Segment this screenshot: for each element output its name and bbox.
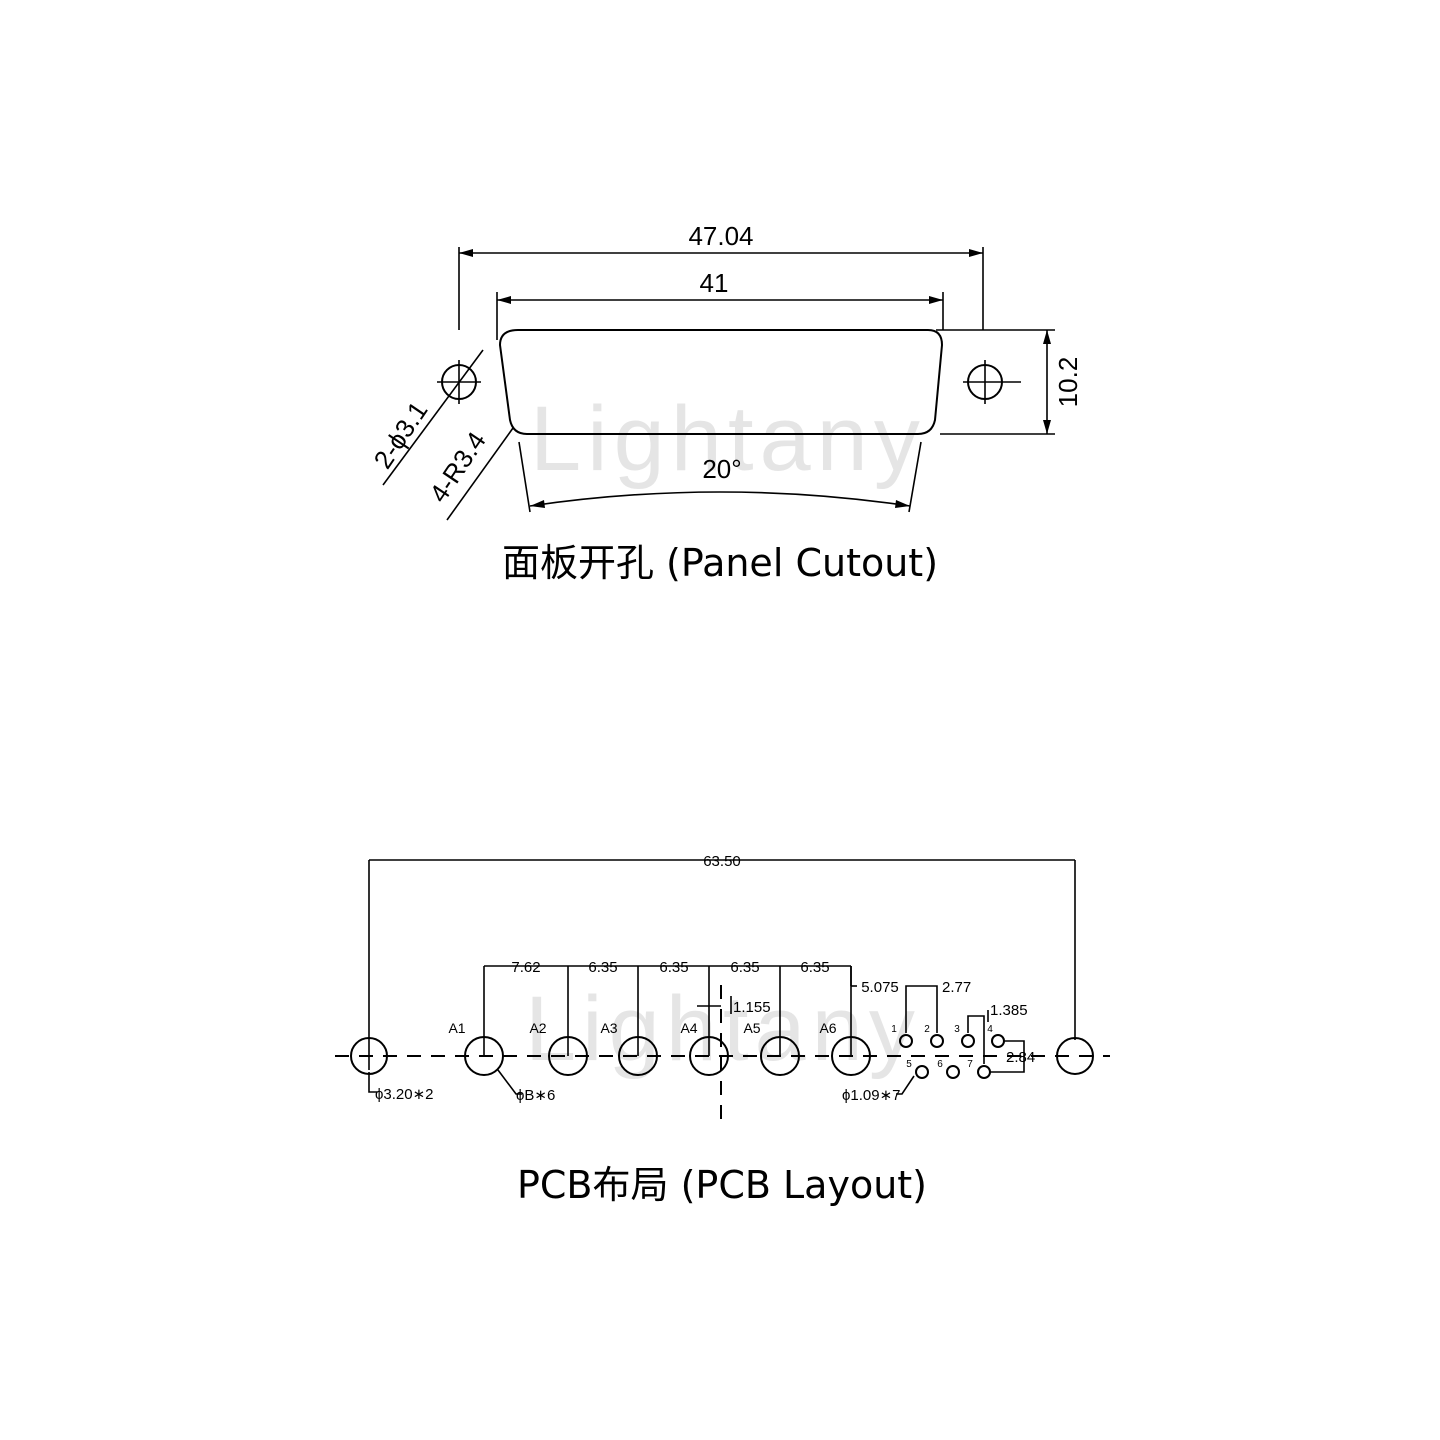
dim-row-gap: 2.84 xyxy=(990,1040,1035,1073)
signal-pin-5 xyxy=(915,1065,929,1079)
dim-pitch-A5: 6.35 xyxy=(800,959,829,976)
power-pin-A3 xyxy=(618,966,658,1076)
signal-pin-1 xyxy=(899,1034,913,1048)
dim-center-offset-label: 1.155 xyxy=(733,999,771,1016)
dim-overall-width: 47.04 xyxy=(458,221,984,330)
dim-half-pitch: 1.385 xyxy=(967,1002,1028,1064)
pin-label-A1: A1 xyxy=(448,1020,465,1036)
dim-pcb-overall: 63.50 xyxy=(368,853,1076,1040)
dim-pitch-A4: 6.35 xyxy=(730,959,759,976)
signal-pin-3 xyxy=(961,1034,975,1048)
signal-pin-label-7: 7 xyxy=(967,1059,973,1070)
signal-hole-label: ϕ1.09∗7 xyxy=(842,1087,901,1104)
signal-pin-label-4: 4 xyxy=(987,1024,993,1035)
pcb-mount-hole-left xyxy=(350,1037,388,1075)
dim-radius: 4-R3.4 xyxy=(423,426,514,521)
power-pin-A5 xyxy=(760,966,800,1076)
signal-pin-7 xyxy=(977,1065,991,1079)
power-pin-A4 xyxy=(689,966,729,1076)
power-hole-leader xyxy=(497,1069,522,1095)
dim-pitch-chain: 7.62 6.35 6.35 6.35 6.35 5.075 xyxy=(484,959,899,996)
mount-hole-leader xyxy=(368,1072,377,1093)
dim-cutout-width: 41 xyxy=(496,268,944,340)
dim-offset-small: 5.075 xyxy=(861,979,899,996)
signal-pin-6 xyxy=(946,1065,960,1079)
dim-pitch-A1: 7.62 xyxy=(511,959,540,976)
signal-hole-leader xyxy=(896,1075,915,1095)
cutout-outline xyxy=(498,329,944,435)
pin-label-A2: A2 xyxy=(529,1020,546,1036)
dim-center-offset: 1.155 xyxy=(697,996,771,1016)
pcb-layout-drawing: 63.50 ϕ3.20∗2 xyxy=(335,853,1110,1207)
dim-angle-label: 20° xyxy=(702,454,741,484)
dim-small-pitch: 2.77 xyxy=(905,979,971,1033)
mount-hole-label: ϕ3.20∗2 xyxy=(375,1086,434,1103)
watermark-top: Lightany xyxy=(530,388,926,490)
dim-pitch-A3: 6.35 xyxy=(659,959,688,976)
dim-overall-width-label: 47.04 xyxy=(688,221,753,251)
panel-cutout-drawing: 47.04 41 10.2 2-ϕ3.1 4-R3.4 xyxy=(367,221,1083,585)
pin-label-A3: A3 xyxy=(600,1020,617,1036)
signal-pin-label-3: 3 xyxy=(954,1024,960,1035)
panel-cutout-caption: 面板开孔 (Panel Cutout) xyxy=(502,541,938,585)
pin-label-A6: A6 xyxy=(819,1020,836,1036)
dim-radius-label: 4-R3.4 xyxy=(423,426,492,507)
signal-pin-label-5: 5 xyxy=(906,1059,912,1070)
dim-height-label: 10.2 xyxy=(1053,357,1083,408)
pin-label-A5: A5 xyxy=(743,1020,760,1036)
dim-cutout-width-label: 41 xyxy=(700,268,729,298)
dim-half-pitch-label: 1.385 xyxy=(990,1002,1028,1019)
watermark-bottom: Lightany xyxy=(525,978,921,1080)
power-pin-A2 xyxy=(548,966,588,1076)
mount-hole-right xyxy=(963,360,1021,404)
dim-pcb-overall-label: 63.50 xyxy=(703,853,741,870)
signal-pin-label-6: 6 xyxy=(937,1059,943,1070)
dim-pitch-A2: 6.35 xyxy=(588,959,617,976)
signal-pin-label-2: 2 xyxy=(924,1024,930,1035)
signal-pins: 1 2 3 4 5 6 7 xyxy=(891,1024,1005,1079)
pin-label-A4: A4 xyxy=(680,1020,697,1036)
power-hole-label: ϕB∗6 xyxy=(516,1087,555,1104)
signal-pin-label-1: 1 xyxy=(891,1024,897,1035)
dim-row-gap-label: 2.84 xyxy=(1006,1049,1035,1066)
pcb-layout-caption: PCB布局 (PCB Layout) xyxy=(517,1163,927,1207)
dim-small-pitch-label: 2.77 xyxy=(942,979,971,996)
dim-angle: 20° xyxy=(518,441,922,513)
signal-pin-4 xyxy=(991,1034,1005,1048)
pcb-mount-hole-right xyxy=(1056,1037,1094,1075)
signal-pin-2 xyxy=(930,1034,944,1048)
power-pin-A1 xyxy=(464,966,504,1076)
dim-height: 10.2 xyxy=(936,329,1083,435)
